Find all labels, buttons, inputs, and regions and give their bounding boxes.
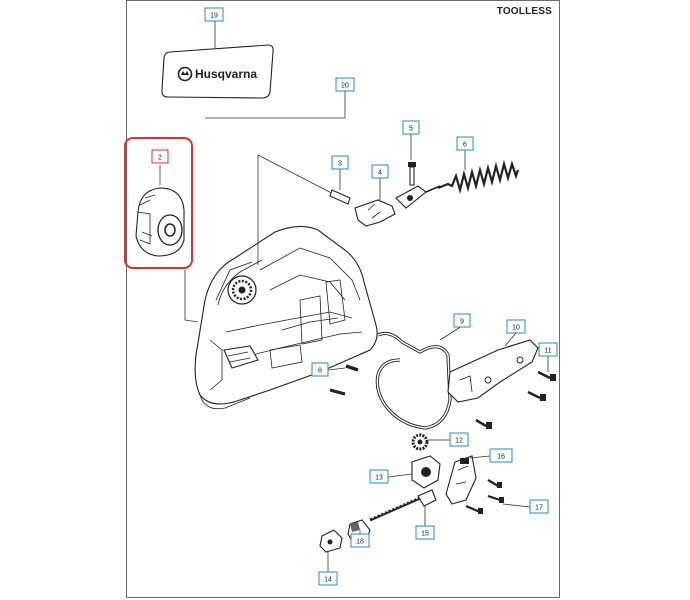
part-5-screw — [408, 162, 416, 186]
callout-14: 14 — [318, 571, 338, 586]
callout-3: 3 — [331, 155, 349, 170]
svg-text:16: 16 — [497, 454, 505, 461]
svg-text:19: 19 — [210, 13, 218, 20]
callout-12: 12 — [449, 432, 469, 447]
part-8-pins — [329, 364, 359, 396]
svg-text:20: 20 — [341, 83, 349, 90]
husqvarna-label-decal: Husqvarna — [161, 44, 274, 99]
svg-text:5: 5 — [409, 126, 413, 133]
svg-text:6: 6 — [463, 142, 467, 149]
svg-text:11: 11 — [544, 348, 551, 355]
callout-16: 16 — [489, 448, 513, 463]
part-15-threaded-rod — [369, 489, 437, 522]
callout-11: 11 — [538, 342, 558, 357]
part-2-component — [135, 187, 185, 257]
diagram-title: TOOLLESS — [496, 6, 552, 17]
husqvarna-crown-icon — [177, 66, 193, 82]
callout-17: 17 — [529, 499, 549, 514]
part-10-cover-plate — [447, 339, 539, 403]
part-14-nut — [319, 529, 343, 553]
svg-text:12: 12 — [455, 438, 463, 445]
svg-text:13: 13 — [375, 475, 383, 482]
part-17-screws — [465, 479, 504, 514]
part-4-lever — [354, 199, 396, 227]
part-11-screws — [475, 370, 556, 429]
svg-text:15: 15 — [421, 531, 429, 538]
part-3-pin — [329, 189, 351, 205]
callout-10: 10 — [506, 319, 526, 334]
brake-link-arm — [395, 185, 427, 209]
part-6-spring — [425, 159, 520, 195]
callout-8: 8 — [311, 362, 329, 377]
svg-text:10: 10 — [512, 325, 520, 332]
svg-text:8: 8 — [318, 368, 322, 375]
sprocket-gear-icon — [227, 275, 257, 305]
svg-text:3: 3 — [338, 161, 342, 168]
part-13-tensioner-housing — [411, 455, 441, 489]
svg-text:14: 14 — [324, 577, 332, 584]
svg-text:4: 4 — [378, 170, 382, 177]
part-16-latch — [445, 455, 477, 505]
part-9-brake-band — [375, 331, 452, 430]
callout-2: 2 — [151, 149, 169, 164]
callout-20: 20 — [335, 77, 355, 92]
husqvarna-logo-text: Husqvarna — [195, 67, 257, 81]
svg-text:2: 2 — [158, 155, 162, 162]
callout-13: 13 — [369, 469, 389, 484]
callout-6: 6 — [456, 136, 474, 151]
part-2-highlight-frame — [124, 137, 193, 269]
svg-text:9: 9 — [460, 319, 464, 326]
svg-text:18: 18 — [356, 539, 364, 546]
callout-19: 19 — [204, 7, 224, 22]
svg-text:17: 17 — [535, 505, 543, 512]
callout-5: 5 — [402, 120, 420, 135]
callout-4: 4 — [371, 164, 389, 179]
callout-9: 9 — [453, 313, 471, 328]
callout-15: 15 — [415, 525, 435, 540]
chain-brake-housing — [194, 225, 378, 410]
part-12-adjuster-gear — [411, 433, 429, 451]
callout-18: 18 — [350, 533, 370, 548]
